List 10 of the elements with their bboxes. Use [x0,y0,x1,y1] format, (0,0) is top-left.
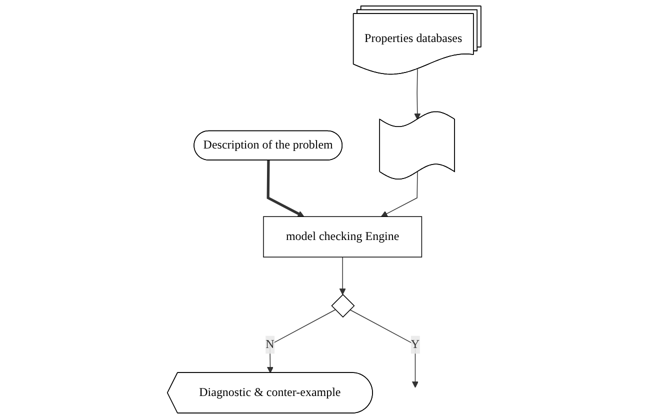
arrow [381,172,418,217]
edge-label: Y [411,338,420,351]
arrow [350,309,419,388]
arrow [267,309,336,374]
node-box: model checking Engine [263,216,422,258]
arrow [414,68,422,120]
node-diamond [332,294,356,318]
arrow [267,160,305,217]
arrow [340,256,346,295]
edge-label: N [266,338,275,351]
